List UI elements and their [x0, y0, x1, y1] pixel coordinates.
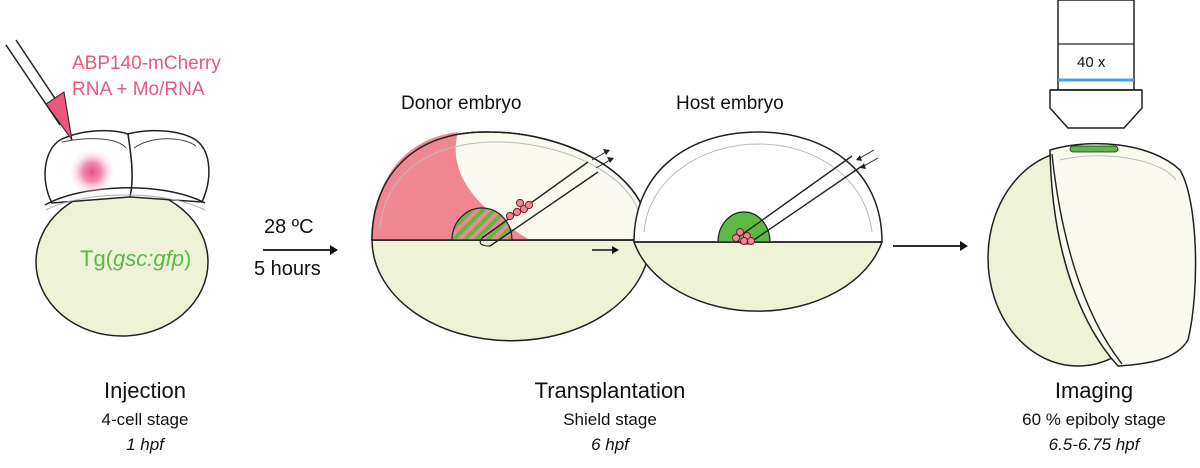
- transplantation-stage: Shield stage: [563, 410, 657, 429]
- injection-time: 1 hpf: [126, 435, 164, 454]
- incubation-temperature: 28 ºC: [264, 216, 314, 238]
- transgenic-prefix: Tg(: [80, 246, 113, 271]
- imaging-embryo: [987, 142, 1197, 367]
- donor-transplant-needle: [479, 149, 614, 247]
- transgenic-gene: gsc:gfp: [113, 246, 184, 271]
- host-shield: [717, 211, 771, 243]
- host-embryo-label: Host embryo: [676, 93, 784, 114]
- donor-embryo: [371, 131, 651, 342]
- imaging-time: 6.5-6.75 hpf: [1048, 435, 1140, 454]
- host-embryo: [632, 131, 884, 312]
- host-cap: [633, 131, 883, 243]
- objective-magnification: 40 x: [1077, 54, 1106, 71]
- imaging-shield-gfp: [1069, 145, 1119, 153]
- incubation-duration: 5 hours: [254, 258, 321, 280]
- injection-title: Injection: [104, 378, 186, 403]
- imaging-blastoderm: [1049, 142, 1197, 367]
- transgenic-suffix: ): [183, 246, 192, 271]
- injection-site: [68, 148, 116, 196]
- host-yolk: [632, 241, 884, 312]
- blastomere-right: [127, 129, 210, 203]
- injection-stage: 4-cell stage: [101, 410, 189, 429]
- reagent-line1: ABP140-mCherry: [72, 53, 221, 74]
- injection-needle: [5, 39, 73, 141]
- injection-embryo: [5, 39, 210, 337]
- objective-lens: [1049, 0, 1143, 129]
- imaging-stage: 60 % epiboly stage: [1022, 410, 1166, 429]
- transplantation-title: Transplantation: [534, 378, 686, 403]
- transplantation-time: 6 hpf: [591, 435, 629, 454]
- imaging-title: Imaging: [1054, 378, 1134, 403]
- reagent-line2: RNA + Mo/RNA: [72, 79, 205, 100]
- transgenic-line-label: Tg(gsc:gfp): [80, 246, 191, 272]
- host-transplant-needle: [732, 149, 879, 245]
- donor-yolk: [371, 239, 651, 342]
- donor-shield: [451, 207, 513, 241]
- donor-embryo-label: Donor embryo: [401, 93, 522, 114]
